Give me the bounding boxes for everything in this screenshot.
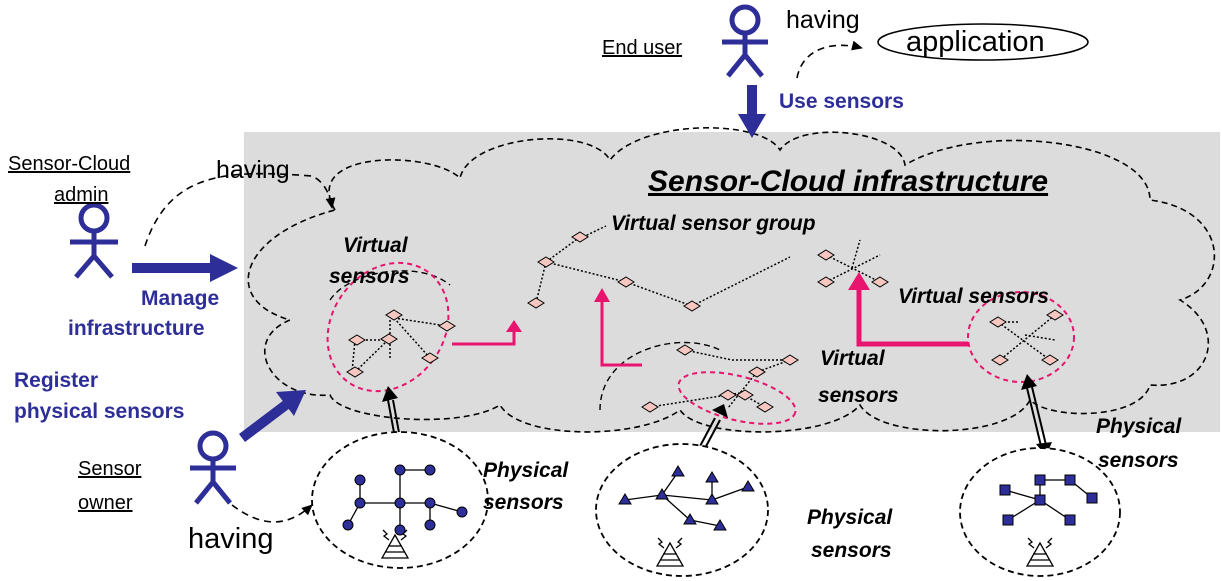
group-arrow-heads	[506, 272, 870, 332]
owner-label-line2: owner	[78, 492, 133, 514]
cloud-inner-mid	[599, 341, 721, 411]
having-arrow-owner	[231, 504, 313, 523]
having-label-end-user: having	[786, 6, 860, 34]
tower-icon-right	[1025, 537, 1055, 567]
cloud-inner-left	[329, 270, 451, 301]
physical-nodes-left	[342, 464, 468, 536]
having-label-admin: having	[216, 156, 290, 184]
manage-arrow	[132, 254, 238, 282]
end-user-actor-icon	[722, 4, 768, 78]
virtual-sensors-mid-line1: Virtual	[820, 347, 885, 370]
admin-label-line1: Sensor-Cloud	[8, 153, 131, 175]
physical-sensors-left-line1: Physical	[483, 459, 569, 482]
manage-label-line2: infrastructure	[68, 317, 205, 340]
having-label-owner: having	[188, 523, 274, 555]
virtual-sensors-right-ellipse	[967, 291, 1075, 383]
tower-icon-mid	[655, 537, 685, 567]
physical-sensors-right-line2: sensors	[1098, 449, 1179, 472]
use-sensors-label: Use sensors	[779, 90, 904, 113]
cloud-title: Sensor-Cloud infrastructure	[648, 165, 1049, 198]
physical-nodes-mid	[618, 465, 755, 531]
physical-sensors-mid-line1: Physical	[807, 506, 893, 529]
register-arrow	[238, 390, 306, 442]
physical-sensors-mid-line2: sensors	[811, 539, 892, 562]
admin-actor-icon	[70, 202, 118, 279]
manage-label-line1: Manage	[141, 287, 220, 310]
physical-nodes-right	[999, 474, 1098, 526]
having-arrow-end-user	[796, 40, 863, 79]
physical-sensors-right-line1: Physical	[1096, 415, 1182, 438]
virtual-sensors-mid-ellipse	[677, 371, 797, 425]
admin-label-line2: admin	[54, 184, 109, 206]
physical-sensors-left-line2: sensors	[483, 491, 564, 514]
register-label-line2: physical sensors	[14, 400, 185, 423]
use-sensors-arrow	[738, 85, 766, 138]
virtual-sensors-right-label: Virtual sensors	[898, 285, 1049, 308]
cloud-background	[244, 132, 1220, 432]
group-arrows	[452, 300, 642, 367]
owner-actor-icon	[190, 430, 236, 505]
virtual-sensor-nodes	[346, 231, 1064, 413]
end-user-label: End user	[602, 37, 683, 59]
cloud-outline	[247, 127, 1216, 433]
register-label-line1: Register	[14, 369, 99, 392]
virtual-links	[351, 225, 1056, 409]
tower-icon-left	[380, 529, 410, 559]
virtual-sensors-left-line2: sensors	[329, 265, 410, 288]
virtual-sensors-mid-line2: sensors	[818, 384, 899, 407]
virtual-sensor-group-label: Virtual sensor group	[611, 212, 816, 235]
having-arrow-admin	[144, 172, 336, 247]
physical-network-right	[959, 447, 1121, 577]
owner-label-line1: Sensor	[78, 458, 142, 480]
application-label: application	[906, 26, 1045, 58]
physical-network-mid	[595, 443, 769, 577]
application-ellipse	[877, 23, 1089, 61]
virtual-sensors-left-line1: Virtual	[343, 234, 408, 257]
right-group-arrow	[856, 288, 968, 347]
